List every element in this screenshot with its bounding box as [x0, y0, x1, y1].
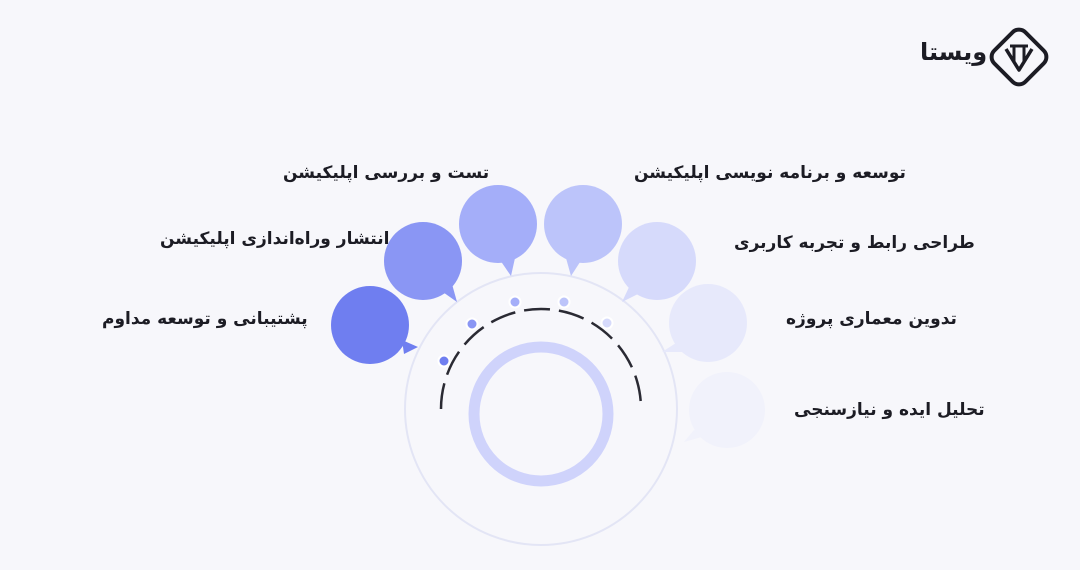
orbit-dot [600, 316, 614, 330]
bubble-development [544, 185, 622, 276]
orbit-dot [437, 354, 451, 368]
vista-diamond-logo-icon [989, 27, 1049, 87]
orbit-dot [508, 295, 522, 309]
bubble-support [331, 286, 418, 364]
step-label-release: انتشار وراه‌اندازی اپلیکیشن [160, 229, 390, 249]
step-label-testing: تست و بررسی اپلیکیشن [283, 163, 490, 183]
orbit-dot [465, 317, 479, 331]
step-label-development: توسعه و برنامه نویسی اپلیکیشن [634, 163, 906, 183]
bubble-release [384, 222, 462, 302]
outer-ring [404, 272, 678, 546]
brand-name: ویستا [920, 38, 988, 66]
step-label-ui-design: طراحی رابط و تجربه کاربری [734, 233, 975, 253]
bubble-testing [459, 185, 537, 276]
bubble-ui-design [618, 222, 696, 302]
inner-ring [468, 341, 614, 487]
step-label-architecture: تدوین معماری پروژه [786, 309, 957, 329]
orbit-track [439, 307, 643, 410]
orbit-dot [557, 295, 571, 309]
bubble-architecture [662, 284, 747, 362]
step-label-support: پشتیبانی و توسعه مداوم [102, 309, 308, 329]
step-label-analysis: تحلیل ایده و نیازسنجی [794, 400, 985, 420]
bubble-analysis [684, 372, 765, 448]
